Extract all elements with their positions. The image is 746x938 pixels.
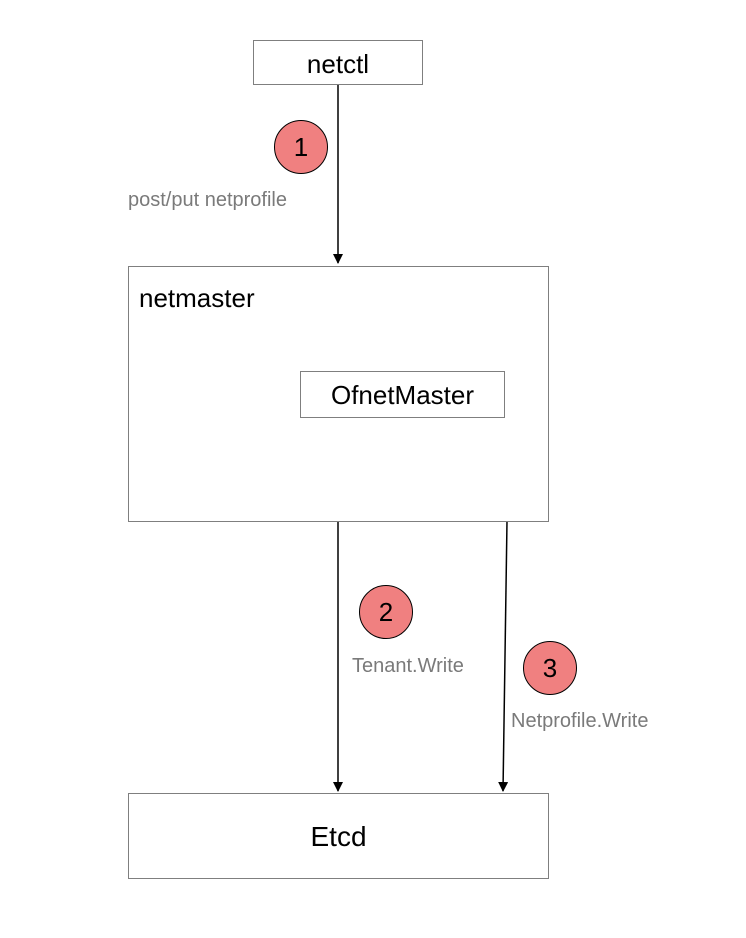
netctl-label: netctl (306, 49, 370, 79)
step-3-number: 3 (542, 652, 558, 683)
netmaster-node: netmaster OfnetMaster (128, 266, 549, 522)
ofnet-master-label: OfnetMaster (330, 380, 475, 410)
step-1-number: 1 (293, 131, 309, 162)
step-2-badge: 2 (359, 585, 413, 639)
ofnet-master-node: OfnetMaster (300, 371, 505, 418)
netmaster-label: netmaster (139, 283, 255, 313)
step-2-label: Tenant.Write (352, 655, 464, 677)
netctl-node: netctl (253, 40, 423, 85)
step-3-badge: 3 (523, 641, 577, 695)
step-3-label: Netprofile.Write (511, 710, 649, 732)
etcd-node: Etcd (128, 793, 549, 879)
arrow-netmaster-to-etcd-netprofile (498, 520, 509, 792)
step-2-number: 2 (378, 596, 394, 627)
step-1-label: post/put netprofile (128, 189, 287, 211)
step-1-badge: 1 (274, 120, 328, 174)
etcd-label: Etcd (310, 821, 367, 852)
